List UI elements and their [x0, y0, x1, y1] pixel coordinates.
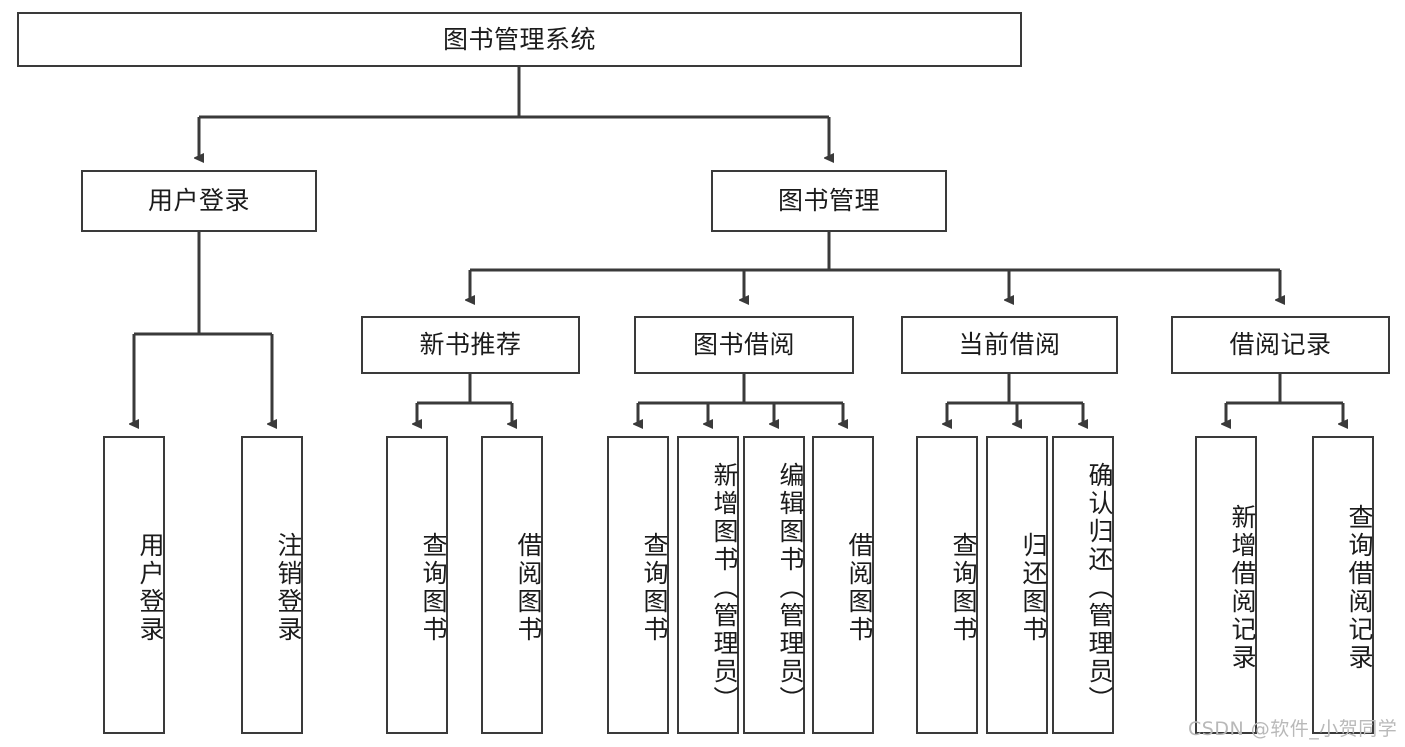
node-current-borrow[interactable]: 当前借阅	[901, 316, 1118, 374]
node-root-label: 图书管理系统	[442, 24, 596, 54]
leaf-user-login-logout[interactable]: 注销登录	[241, 436, 303, 734]
node-root[interactable]: 图书管理系统	[17, 12, 1022, 67]
leaf-label: 借阅图书	[845, 532, 874, 644]
leaf-current-borrow-query[interactable]: 查询图书	[916, 436, 978, 734]
leaf-borrow-records-query[interactable]: 查询借阅记录	[1312, 436, 1374, 734]
node-borrow-records[interactable]: 借阅记录	[1171, 316, 1390, 374]
node-book-borrow[interactable]: 图书借阅	[634, 316, 854, 374]
leaf-label: 借阅图书	[514, 532, 543, 644]
leaf-book-borrow-borrow[interactable]: 借阅图书	[812, 436, 874, 734]
node-new-book-recommend[interactable]: 新书推荐	[361, 316, 580, 374]
leaf-book-borrow-add[interactable]: 新增图书（管理员）	[677, 436, 739, 734]
node-book-borrow-label: 图书借阅	[692, 330, 795, 360]
leaf-label: 确认归还（管理员）	[1085, 462, 1114, 714]
leaf-label: 注销登录	[274, 532, 303, 644]
leaf-label: 新增借阅记录	[1228, 504, 1257, 672]
leaf-current-borrow-return[interactable]: 归还图书	[986, 436, 1048, 734]
node-book-manage[interactable]: 图书管理	[711, 170, 947, 232]
leaf-label: 查询图书	[640, 532, 669, 644]
leaf-book-borrow-edit[interactable]: 编辑图书（管理员）	[743, 436, 805, 734]
leaf-borrow-records-add[interactable]: 新增借阅记录	[1195, 436, 1257, 734]
node-user-login[interactable]: 用户登录	[81, 170, 317, 232]
leaf-book-borrow-query[interactable]: 查询图书	[607, 436, 669, 734]
leaf-label: 查询图书	[419, 532, 448, 644]
leaf-label: 编辑图书（管理员）	[776, 462, 805, 714]
leaf-new-book-query[interactable]: 查询图书	[386, 436, 448, 734]
node-new-book-recommend-label: 新书推荐	[419, 330, 522, 360]
leaf-label: 新增图书（管理员）	[710, 462, 739, 714]
node-current-borrow-label: 当前借阅	[958, 330, 1061, 360]
leaf-label: 用户登录	[136, 532, 165, 644]
leaf-current-borrow-confirm[interactable]: 确认归还（管理员）	[1052, 436, 1114, 734]
node-book-manage-label: 图书管理	[777, 186, 880, 216]
leaf-user-login-login[interactable]: 用户登录	[103, 436, 165, 734]
leaf-label: 查询借阅记录	[1345, 504, 1374, 672]
leaf-new-book-borrow[interactable]: 借阅图书	[481, 436, 543, 734]
leaf-label: 查询图书	[949, 532, 978, 644]
node-user-login-label: 用户登录	[147, 186, 250, 216]
leaf-label: 归还图书	[1019, 532, 1048, 644]
node-borrow-records-label: 借阅记录	[1229, 330, 1332, 360]
watermark: CSDN @软件_小贺同学	[1188, 718, 1398, 740]
